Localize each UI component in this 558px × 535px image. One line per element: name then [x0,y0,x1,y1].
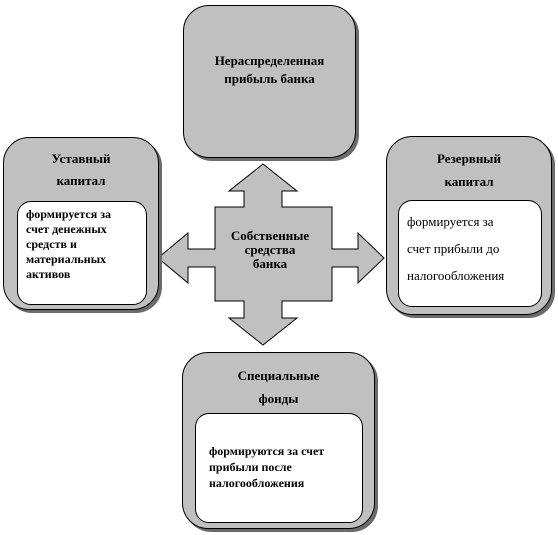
center-label-line: Собственные [230,228,310,243]
title-line: капитал [56,173,106,188]
retained-earnings-box: Нераспределенная прибыль банка [183,5,356,158]
center-label-line: банка [252,256,288,271]
special-funds-box: Специальные фонды формируются за счет пр… [182,352,375,529]
four-way-arrow [157,163,385,346]
title-line: капитал [444,174,494,189]
desc-line: счет прибыли до [407,241,500,256]
authorized-capital-box: Уставный капитал формируется за счет ден… [3,137,159,310]
title-line: прибыль банка [224,71,315,86]
center-label: Собственные средства банка [208,229,332,271]
desc-line: прибыли после [209,460,292,474]
desc-line: налогообложения [209,476,305,490]
title-line: Уставный [51,151,111,166]
reserve-capital-desc: формируется за счет прибыли до налогообл… [407,208,504,289]
authorized-capital-desc-box: формируется за счет денежных средств и м… [17,201,147,305]
desc-line: средств и [26,237,77,251]
title-line: фонды [258,391,299,406]
authorized-capital-title: Уставный капитал [4,148,158,192]
authorized-capital-desc: формируется за счет денежных средств и м… [26,207,111,282]
desc-line: формируются за счет [209,444,325,458]
special-funds-desc: формируются за счет прибыли после налого… [209,443,324,491]
desc-line: активов [26,267,71,281]
desc-line: формируется за [407,214,494,229]
desc-line: материальных [26,252,107,266]
special-funds-desc-box: формируются за счет прибыли после налого… [195,413,363,523]
desc-line: счет денежных [26,222,107,236]
reserve-capital-box: Резервный капитал формируется за счет пр… [386,136,552,315]
reserve-capital-title: Резервный капитал [387,147,551,193]
retained-earnings-title: Нераспределенная прибыль банка [184,52,355,88]
desc-line: формируется за [26,207,112,221]
title-line: Специальные [237,368,320,383]
center-label-line: средства [244,242,296,257]
title-line: Нераспределенная [214,53,325,68]
title-line: Резервный [437,151,501,166]
reserve-capital-desc-box: формируется за счет прибыли до налогообл… [398,200,542,307]
special-funds-title: Специальные фонды [183,364,374,410]
desc-line: налогообложения [407,268,505,283]
